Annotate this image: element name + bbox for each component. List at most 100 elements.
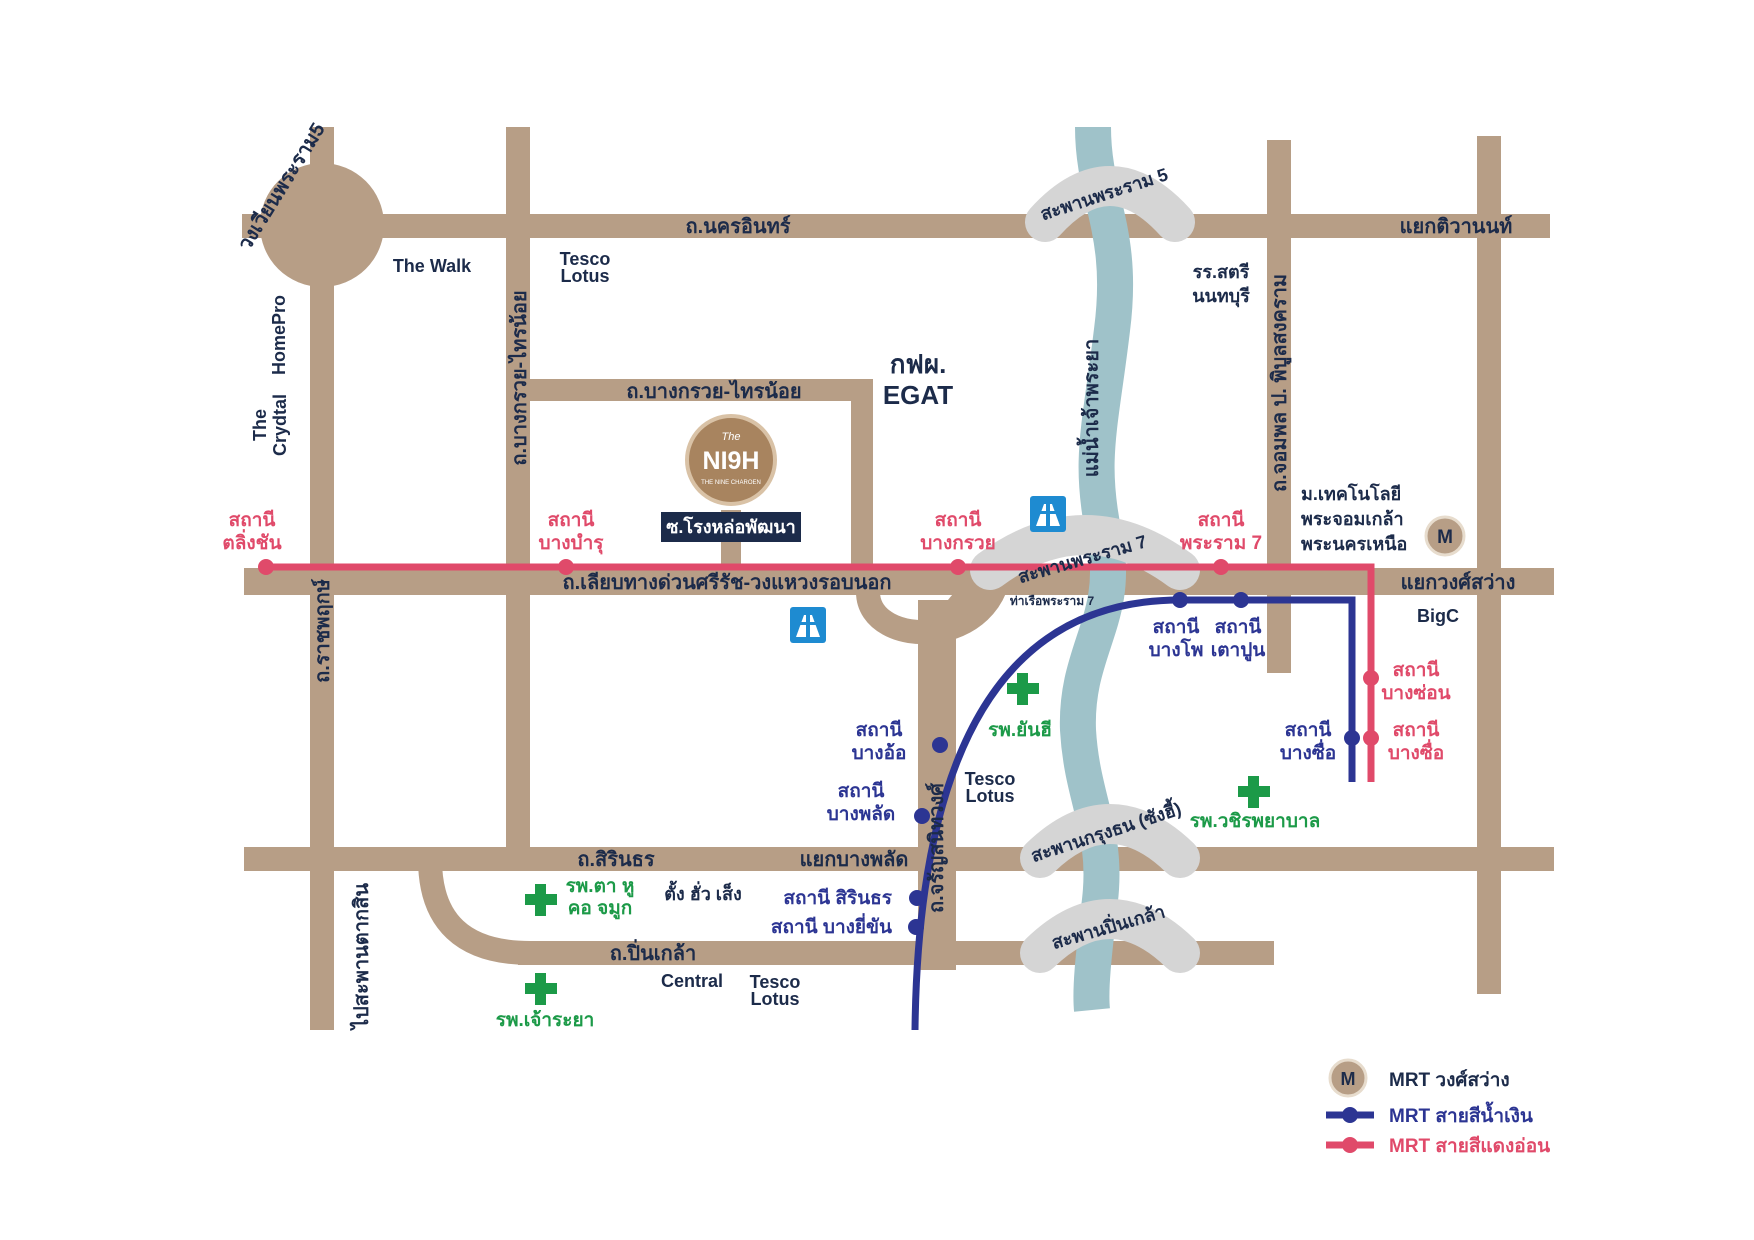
blue-station-tao-poon[interactable] [1233,592,1249,608]
label-road-charan-sanitwong: ถ.จรัญสนิทวงศ์ [925,782,948,913]
blue-station-bang-yi-khan[interactable] [908,919,924,935]
label-hospital-ent-1: รพ.ตา หู [566,876,635,898]
label-blue-bang-pho-1: สถานี [1153,616,1200,638]
label-junction-wong-sawang: แยกวงศ์สว่าง [1401,571,1516,594]
road-chomphon-phibun [1267,140,1291,673]
label-road-chomphon-phibun: ถ.จอมพล ป. พิบูลสงคราม [1269,274,1293,492]
label-tesco-top-1: Tesco [560,249,611,269]
red-station-rama7[interactable] [1213,559,1229,575]
label-blue-bang-o-2: บางอ้อ [852,742,907,764]
road-expressway-parallel [244,568,1554,595]
label-blue-bang-sue-2: บางซื่อ [1280,739,1336,764]
label-blue-sirindhorn: สถานี สิรินธร [783,887,892,909]
red-station-taling-chan[interactable] [258,559,274,575]
project-soi-label-bg [661,512,801,542]
bridge-rama7 [970,515,1200,590]
blue-station-bang-pho[interactable] [1172,592,1188,608]
label-road-pinklao: ถ.ปิ่นเกล้า [610,938,696,965]
label-tesco-top-2: Lotus [561,266,610,286]
label-pier-rama7: ท่าเรือพระราม 7 [1010,594,1095,608]
blue-station-bang-sue[interactable] [1344,730,1360,746]
label-crystal-2: Crydtal [270,394,290,456]
label-red-taling-chan-1: สถานี [229,509,276,531]
project-soi-label: ซ.โรงหล่อพัฒนา [666,516,796,537]
label-homepro: HomePro [269,295,289,375]
blue-station-sirindhorn[interactable] [909,890,925,906]
label-blue-bang-yi-khan: สถานี บางยี่ขัน [771,913,892,938]
bridges [970,166,1200,973]
label-road-expressway-parallel: ถ.เลียบทางด่วนศรีรัช-วงแหวงรอบนอก [563,571,892,594]
label-tesco-bot-1: Tesco [750,972,801,992]
project-logo-sub: THE NINE CHAROEN [701,480,761,486]
label-tesco-bot-2: Lotus [751,989,800,1009]
label-blue-tao-poon-1: สถานี [1215,616,1262,638]
road-sirindhorn [244,847,1554,871]
label-egat-en: EGAT [883,380,953,410]
label-red-bang-kruai-2: บางกรวย [920,533,996,554]
label-tesco-mid-2: Lotus [966,786,1015,806]
label-crystal-1: The [250,409,270,441]
label-blue-bang-phlat-2: บางพลัด [827,804,896,825]
label-road-bang-kruai-sai-noi-vertical: ถ.บางกรวย-ไทรน้อย [507,290,531,465]
label-red-bang-sue-2: บางซื่อ [1388,739,1444,764]
mrt-red-line [266,563,1375,782]
label-red-taling-chan-2: ตลิ่งชัน [222,529,281,554]
label-hospital-chao-phraya: รพ.เจ้าระยา [496,1009,595,1031]
label-egat-th: กฟผ. [890,349,947,379]
project-logo-main: NI9H [703,447,760,475]
label-blue-tao-poon-2: เตาปูน [1211,640,1266,662]
mrt-blue-line [911,596,1356,1031]
label-hospital-yanhee: รพ.ยันฮี [988,719,1052,741]
blue-station-bang-o[interactable] [932,737,948,753]
legend-red-line-label: MRT สายสีแดงอ่อน [1389,1135,1550,1157]
road-bang-kruai-sai-noi-loop-top [530,379,863,401]
red-station-bang-bamru[interactable] [558,559,574,575]
project-logo-circle [685,414,777,506]
hospital-icons [525,673,1270,1005]
label-blue-bang-o-1: สถานี [856,719,903,741]
road-bang-kruai-sai-noi-vertical [506,127,530,857]
label-to-taksin-bridge: ไปสะพานตากสิน [349,883,373,1031]
label-red-rama7-2: พระราม 7 [1180,533,1262,554]
bridge-krungthon [1020,804,1200,878]
red-station-bang-son[interactable] [1363,670,1379,686]
road-network [242,127,1554,1030]
mrt-wong-sawang-marker[interactable]: M [1424,515,1466,557]
hospital-cross-icon [1007,673,1039,705]
label-red-bang-son-1: สถานี [1393,659,1440,681]
label-tang-hua-seng: ตั้ง ฮั่ว เส็ง [664,880,742,904]
label-road-nakhon-in: ถ.นครอินทร์ [685,215,790,238]
red-station-bang-sue[interactable] [1363,730,1379,746]
blue-station-bang-phlat[interactable] [914,808,930,824]
label-bigc: BigC [1417,606,1459,626]
hospital-cross-icon [1238,776,1270,808]
project-logo-small: The [722,431,741,443]
label-tesco-mid-1: Tesco [965,769,1016,789]
label-road-bang-kruai-sai-noi-horizontal: ถ.บางกรวย-ไทรน้อย [626,379,801,403]
label-school-1: รร.สตรี [1193,262,1250,282]
label-red-bang-bamru-2: บางบำรุ [539,533,605,555]
legend-mrt-badge [1328,1058,1368,1098]
project-marker[interactable]: The NI9H THE NINE CHAROEN ซ.โรงหล่อพัฒนา [661,414,801,542]
label-the-walk: The Walk [393,256,472,276]
mrt-red-stations [258,559,1379,746]
mrt-badge-circle [1424,515,1466,557]
road-nakhon-in [242,214,1550,238]
label-red-bang-sue-1: สถานี [1393,719,1440,741]
label-hospital-vajira: รพ.วชิรพยาบาล [1190,811,1320,832]
label-blue-bang-phlat-1: สถานี [838,780,885,802]
road-far-right [1477,136,1501,994]
label-road-sirindhorn: ถ.สิรินธร [577,849,654,871]
label-red-bang-bamru-1: สถานี [548,509,595,531]
label-red-bang-kruai-1: สถานี [935,509,982,531]
mrt-badge-letter: M [1437,527,1453,548]
label-kmutnb-2: พระจอมเกล้า [1301,509,1404,529]
label-school-2: นนทบุรี [1192,286,1250,308]
label-river: แม่น้ำเจ้าพระยา [1076,339,1103,477]
label-kmutnb-1: ม.เทคโนโลยี [1301,483,1401,504]
expressway-sign-bottom [790,607,826,643]
road-bang-kruai-sai-noi-loop-right [851,379,873,565]
red-station-bang-kruai[interactable] [950,559,966,575]
label-hospital-ent-2: คอ จมูก [568,898,633,920]
